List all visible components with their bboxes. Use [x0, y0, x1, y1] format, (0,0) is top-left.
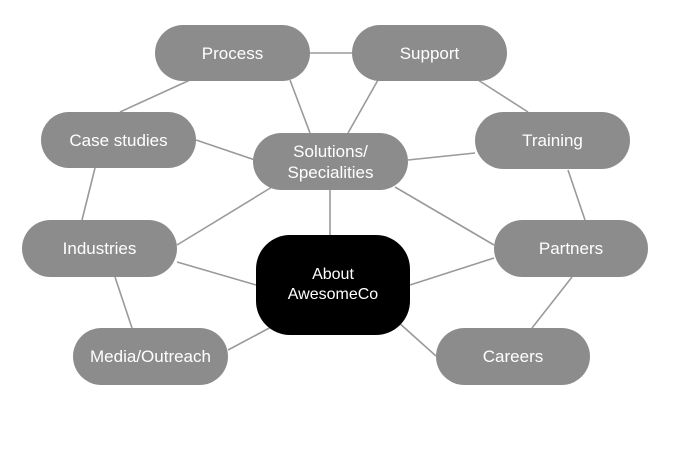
edge-process-casestudies — [119, 79, 191, 113]
edge-process-solutions — [289, 79, 311, 134]
node-case-studies-label: Case studies — [69, 130, 168, 150]
edge-solutions-training — [407, 152, 476, 161]
node-support[interactable]: Support — [352, 25, 507, 81]
edge-support-training — [477, 79, 529, 113]
node-media-outreach[interactable]: Media/Outreach — [73, 328, 228, 385]
node-about-awesomeco-label: About AwesomeCo — [287, 266, 379, 303]
node-media-outreach-label: Media/Outreach — [90, 347, 211, 366]
node-partners-label: Partners — [538, 239, 604, 258]
node-solutions[interactable]: Solutions/ Specialities — [253, 133, 408, 190]
node-careers-label: Careers — [482, 347, 544, 366]
edge-training-partners — [567, 169, 586, 221]
node-training[interactable]: Training — [475, 112, 630, 169]
edge-partners-center — [409, 257, 495, 286]
node-partners[interactable]: Partners — [494, 220, 648, 277]
edge-solutions-partners — [394, 186, 495, 246]
edge-media-center — [227, 324, 276, 351]
edge-solutions-industries — [176, 186, 273, 246]
edge-partners-careers — [531, 276, 573, 329]
node-industries[interactable]: Industries — [22, 220, 177, 277]
node-solutions-label: Solutions/ Specialities — [287, 141, 374, 182]
node-support-label: Support — [399, 43, 460, 63]
edge-casestudies-solutions — [195, 139, 256, 161]
node-process-label: Process — [201, 43, 264, 63]
edge-industries-media — [114, 276, 133, 329]
node-industries-label: Industries — [62, 239, 137, 258]
node-case-studies[interactable]: Case studies — [41, 112, 196, 168]
node-process[interactable]: Process — [155, 25, 310, 81]
edge-support-solutions — [347, 79, 379, 134]
node-careers[interactable]: Careers — [436, 328, 590, 385]
edge-casestudies-industries — [81, 167, 96, 221]
node-about-awesomeco[interactable]: About AwesomeCo — [256, 235, 410, 335]
edge-center-careers — [397, 321, 437, 357]
node-training-label: Training — [522, 131, 583, 150]
edge-industries-center — [176, 261, 257, 286]
